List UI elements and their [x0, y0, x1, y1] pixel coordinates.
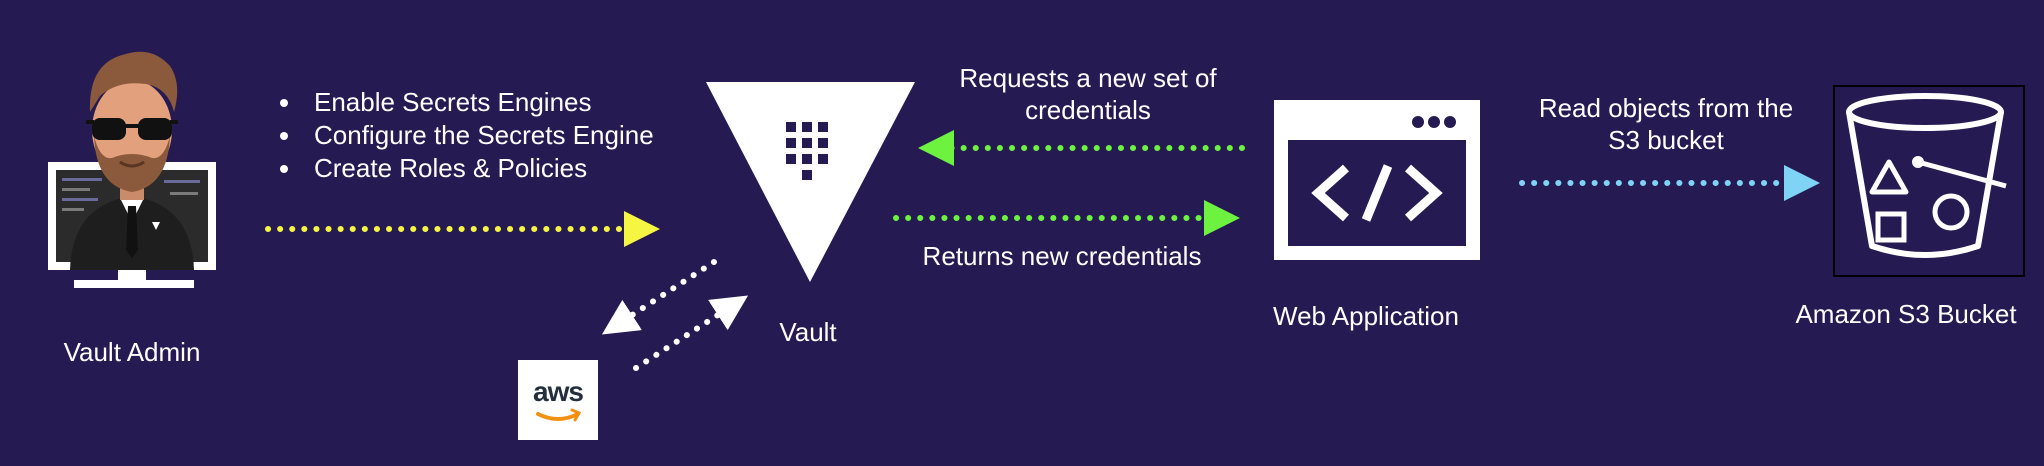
- request-credentials-label-line1: Requests a new set of: [959, 63, 1217, 93]
- vault-admin-label: Vault Admin: [63, 337, 201, 367]
- vault-to-aws-arrow: [601, 259, 717, 335]
- aws-logo-icon: aws: [518, 360, 598, 440]
- aws-to-vault-arrow: [633, 295, 749, 371]
- vault-triangle-logo-icon: [706, 82, 915, 282]
- code-window-icon: [1274, 100, 1480, 260]
- s3-bucket-icon: [1833, 85, 2025, 277]
- vault-label: Vault: [779, 317, 837, 347]
- admin-steps-list: Enable Secrets Engines Configure the Sec…: [280, 86, 654, 185]
- aws-logo-text: aws: [533, 376, 584, 407]
- returns-credentials-label: Returns new credentials: [922, 241, 1202, 271]
- person-at-monitor-icon: [48, 51, 216, 288]
- read-s3-label-line2: S3 bucket: [1608, 125, 1724, 155]
- admin-step-item: Configure the Secrets Engine: [280, 119, 654, 152]
- admin-step-item: Enable Secrets Engines: [280, 86, 654, 119]
- admin-step-item: Create Roles & Policies: [280, 152, 654, 185]
- aws-smile-icon: [536, 408, 582, 422]
- read-s3-label-line1: Read objects from the: [1538, 93, 1794, 123]
- s3-bucket-label: Amazon S3 Bucket: [1795, 299, 2017, 329]
- request-credentials-label-line2: credentials: [1025, 95, 1151, 125]
- web-application-label: Web Application: [1273, 301, 1459, 331]
